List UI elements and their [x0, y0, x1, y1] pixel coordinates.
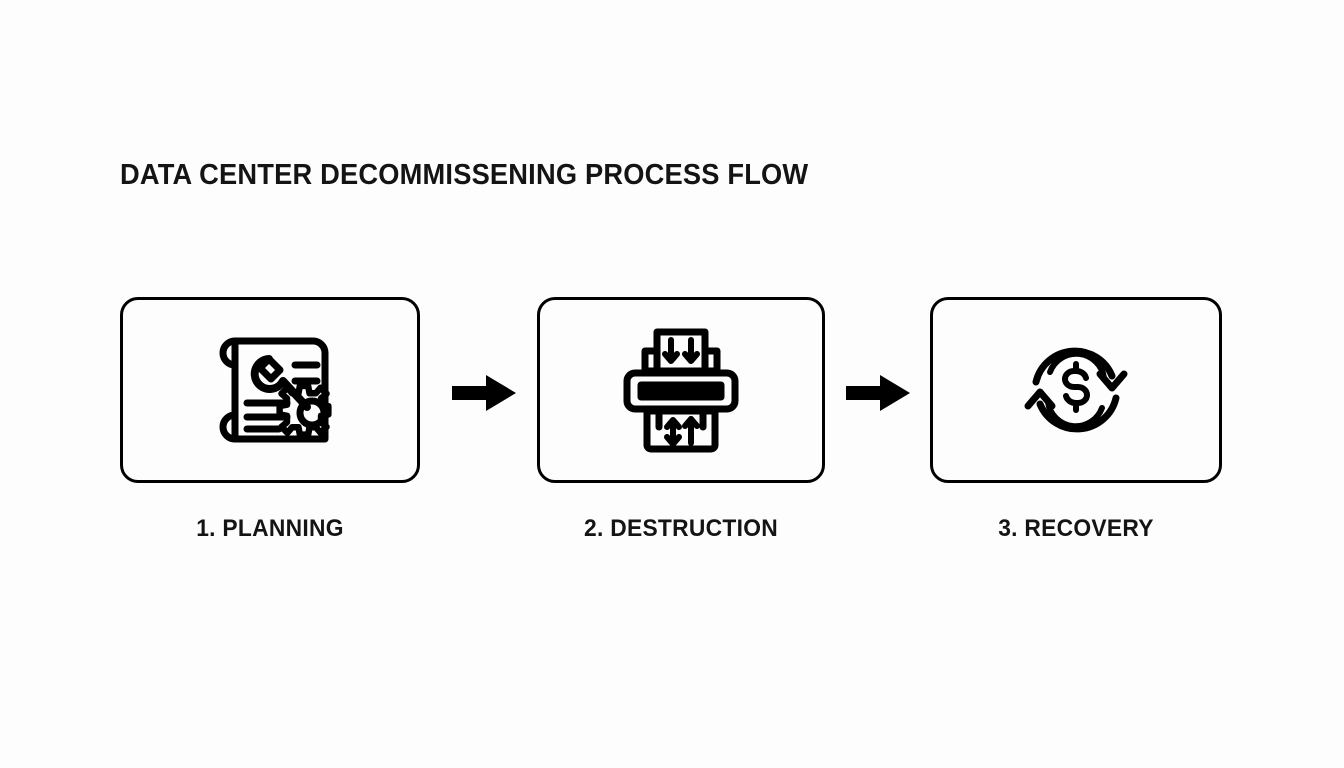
step-label-destruction: 2. DESTRUCTION: [583, 515, 779, 542]
arrow-right-icon-2: [846, 373, 912, 413]
process-step-destruction[interactable]: 2. DESTRUCTION: [537, 297, 825, 542]
step-card-recovery[interactable]: [930, 297, 1222, 483]
step-card-destruction[interactable]: [537, 297, 825, 483]
page-title: DATA CENTER DECOMMISSENING PROCESS FLOW: [120, 159, 809, 191]
process-step-planning[interactable]: 1. PLANNING: [120, 297, 420, 542]
step-card-planning[interactable]: [120, 297, 420, 483]
scroll-wrench-gear-icon: [195, 329, 345, 451]
shredder-icon: [621, 327, 741, 453]
step-label-recovery: 3. RECOVERY: [998, 515, 1154, 542]
process-step-recovery[interactable]: 3. RECOVERY: [930, 297, 1222, 542]
circular-arrows-dollar-icon: [1020, 338, 1132, 442]
step-label-planning: 1. PLANNING: [196, 515, 344, 542]
arrow-right-icon-1: [452, 373, 518, 413]
process-flow-row: 1. PLANNING: [120, 297, 1222, 542]
